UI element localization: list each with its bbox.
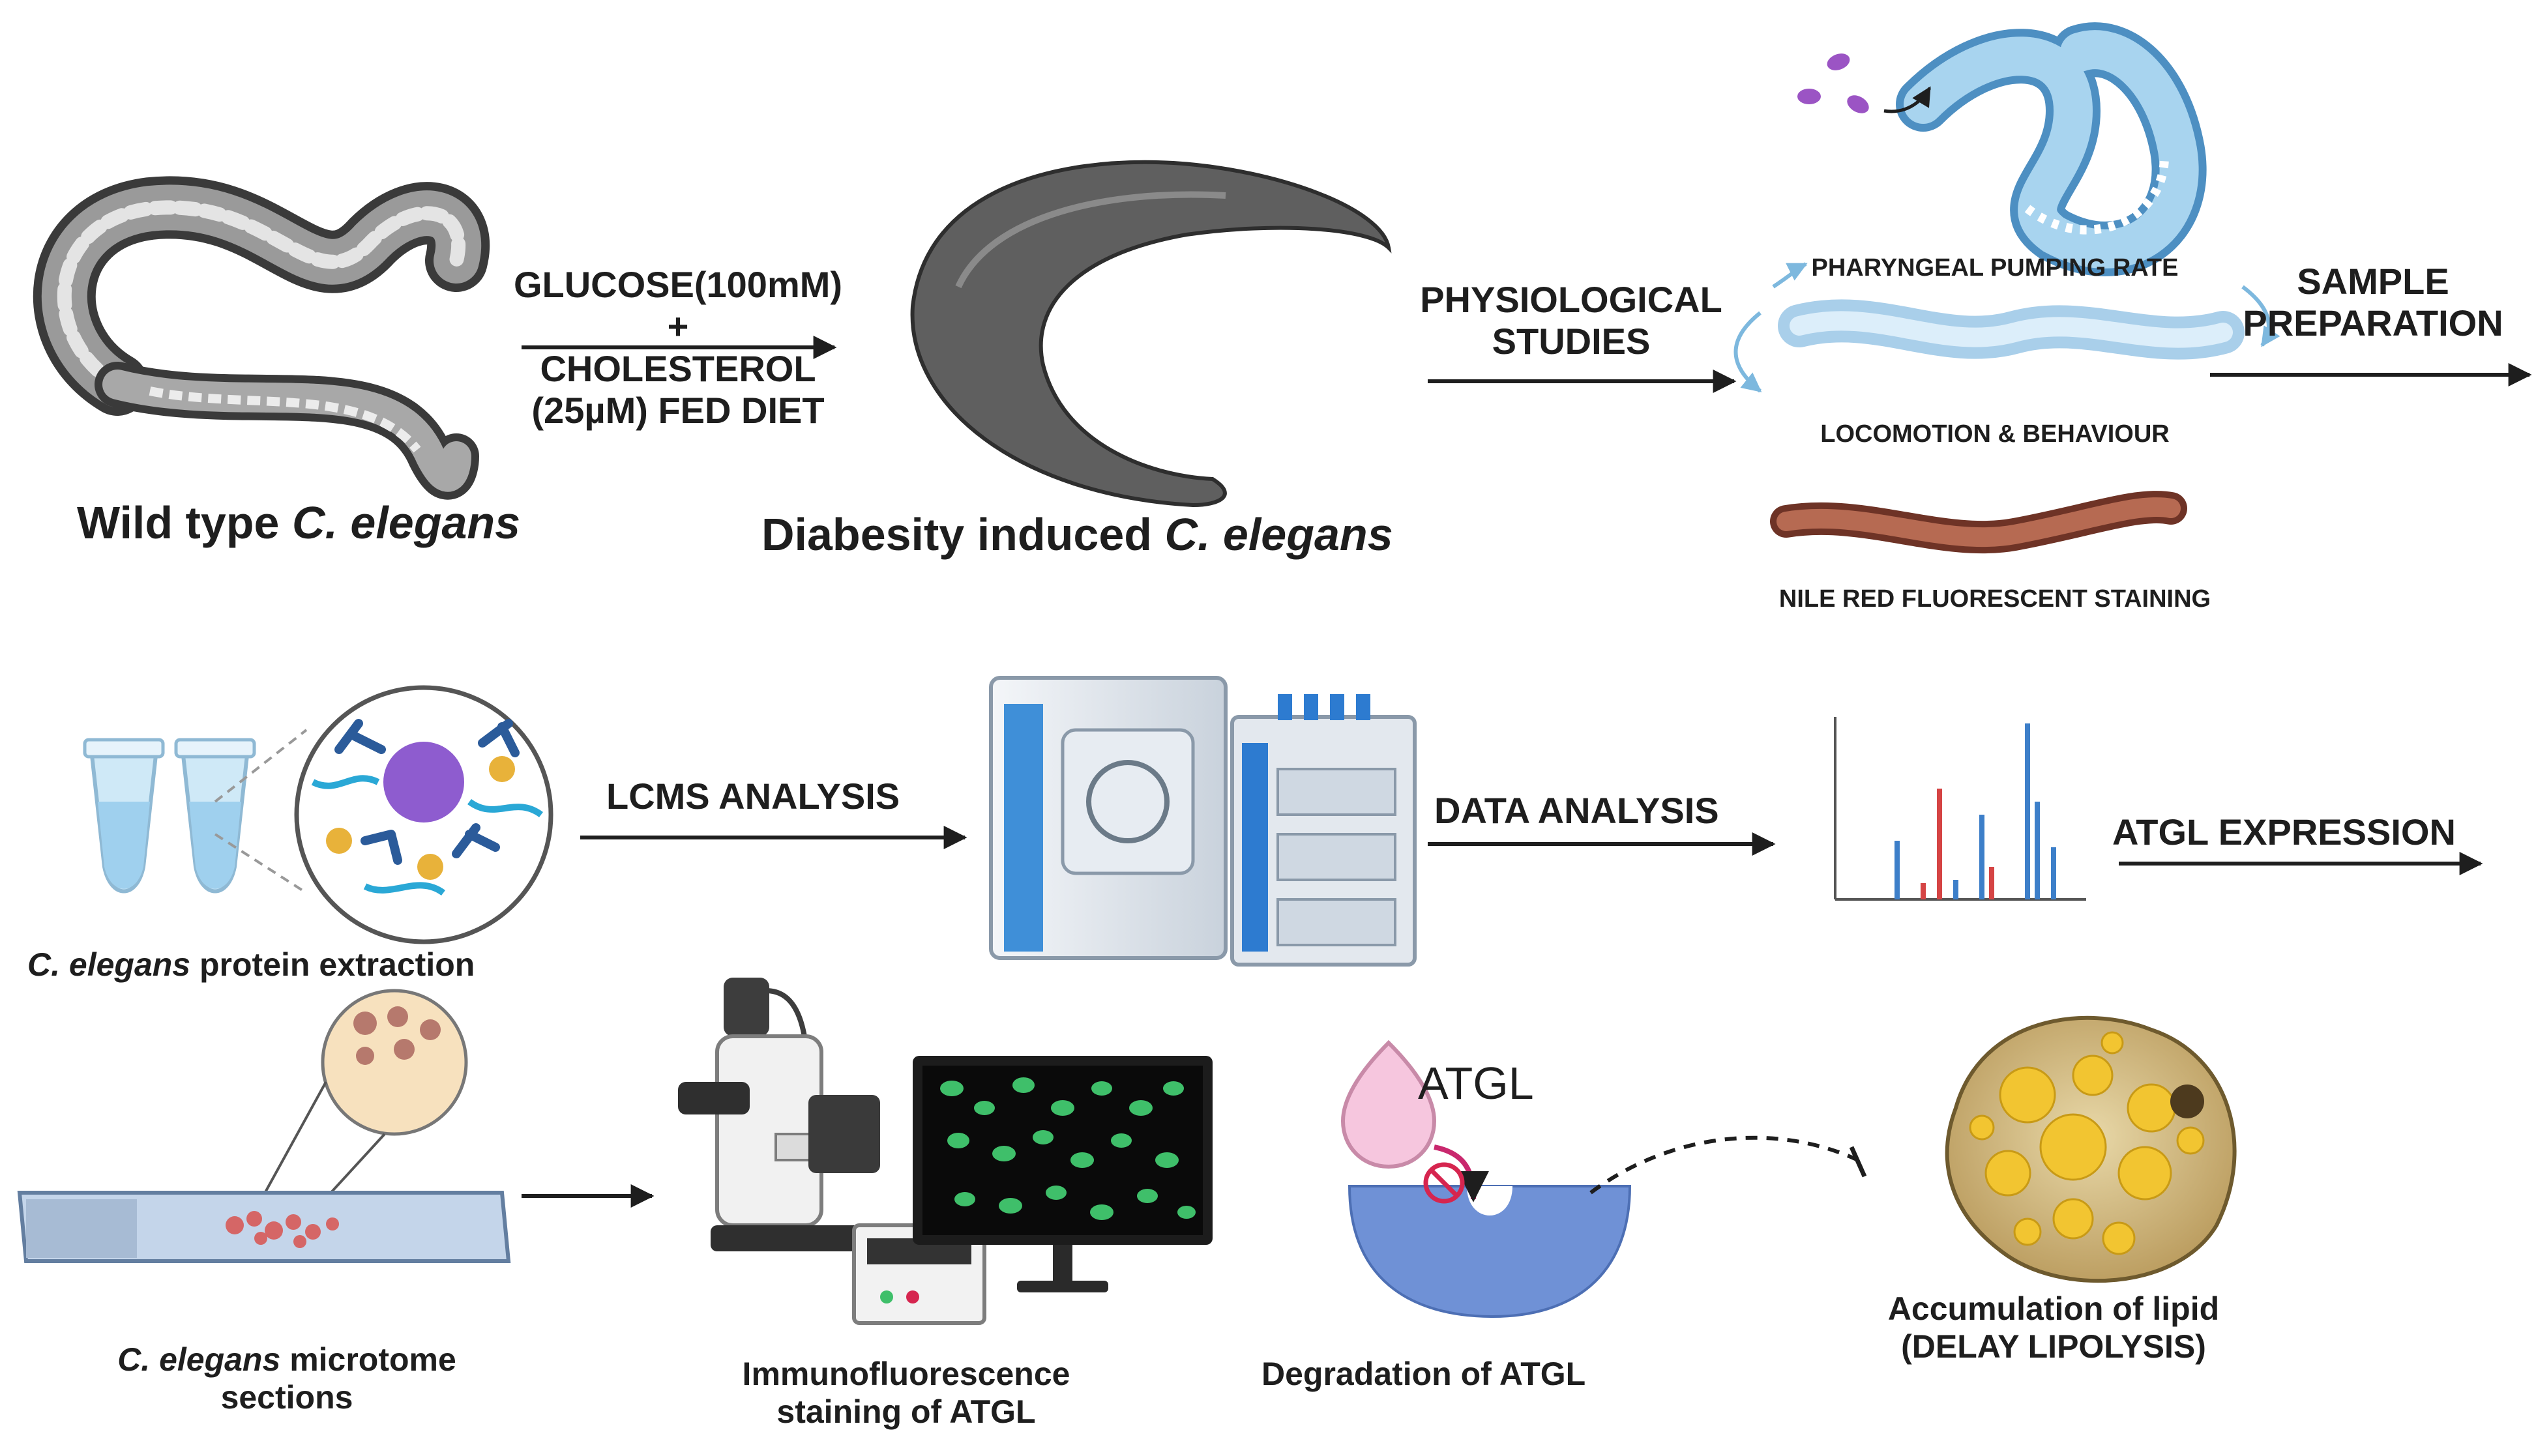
mass-spectrum-icon [1834, 717, 2086, 901]
degradation-label: Degradation of ATGL [1261, 1356, 1586, 1392]
sample-label-line1: SAMPLE [2297, 261, 2449, 302]
diet-label-line3: (25µM) FED DIET [531, 390, 825, 431]
lcms-label: LCMS ANALYSIS [606, 776, 900, 817]
atgl-tag-label: ATGL [1418, 1058, 1534, 1109]
lcms-instrument-icon [989, 676, 1417, 967]
diet-label-line1: GLUCOSE(100mM) [513, 264, 843, 305]
protein-suffix: protein extraction [190, 946, 475, 983]
microtome-line2: sections [220, 1378, 353, 1416]
sample-label-line2: PREPARATION [2243, 302, 2503, 344]
diabesity-species: C. elegans [1164, 509, 1393, 560]
wild-type-worm-icon [33, 176, 490, 500]
locomotion-label: LOCOMOTION & BEHAVIOUR [1820, 420, 2170, 448]
physio-label-line1: PHYSIOLOGICAL [1420, 279, 1722, 320]
protein-antibody-icon [294, 685, 553, 944]
microtome-slide-icon [17, 989, 511, 1263]
protein-species: C. elegans [27, 946, 191, 983]
microtome-label: C. elegans microtome sections [52, 1341, 522, 1416]
fluorescence-microscope-icon [678, 978, 986, 1325]
immuno-label-line2: staining of ATGL [776, 1393, 1036, 1430]
diet-label-plus: + [667, 306, 689, 347]
wild-type-species: C. elegans [291, 497, 521, 548]
protein-extraction-label: C. elegans protein extraction [27, 946, 475, 984]
diabesity-prefix: Diabesity induced [761, 509, 1165, 560]
pumping-worm-icon [1797, 22, 2207, 276]
curled-worm-icon [910, 160, 1392, 508]
inhibition-arrow [1589, 1135, 1867, 1195]
pharyngeal-label: PHARYNGEAL PUMPING RATE [1811, 254, 2179, 282]
microtome-suffix: microtome [280, 1341, 456, 1378]
locomotion-worm-icon [1733, 262, 2280, 393]
diabesity-label: Diabesity induced C. elegans [761, 508, 1393, 561]
immuno-label-line1: Immunofluorescence [742, 1356, 1070, 1392]
atgl-expression-label: ATGL EXPRESSION [2112, 811, 2456, 852]
accumulation-line2: (DELAY LIPOLYSIS) [1901, 1328, 2206, 1365]
physio-label-line2: STUDIES [1492, 321, 1651, 362]
data-analysis-label: DATA ANALYSIS [1434, 790, 1719, 831]
nile-red-worm-icon [1770, 491, 2187, 554]
monitor-icon [913, 1056, 1213, 1292]
microtome-species: C. elegans [117, 1341, 281, 1378]
wild-type-prefix: Wild type [77, 497, 292, 548]
microcentrifuge-tubes-icon [83, 729, 308, 894]
accumulation-line1: Accumulation of lipid [1887, 1290, 2220, 1327]
wild-type-label: Wild type C. elegans [77, 497, 520, 549]
nile-red-label: NILE RED FLUORESCENT STAINING [1778, 585, 2211, 613]
lipid-accumulation-icon [1945, 1015, 2237, 1283]
diet-label-line2: CHOLESTEROL [540, 347, 816, 389]
atgl-enzyme-icon [1340, 1040, 1632, 1318]
